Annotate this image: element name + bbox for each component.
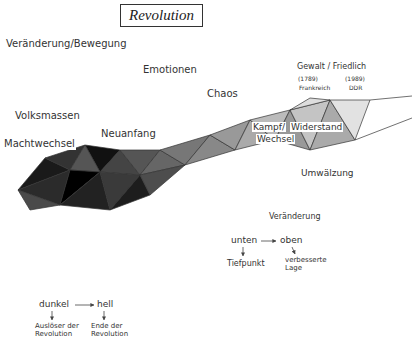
note-text: Chaos — [206, 88, 239, 100]
title-box: Revolution — [120, 4, 203, 27]
note-text: (1989) — [344, 76, 366, 83]
note-text: Machtwechsel — [3, 138, 76, 150]
note-text: Volksmassen — [14, 110, 81, 122]
note-text: Wechsel — [256, 134, 295, 144]
note-text: (1789) — [297, 76, 319, 83]
note-text: Auslöser der Revolution — [34, 322, 86, 338]
note-text: Umwälzung — [300, 168, 355, 178]
note-text: Veränderung — [268, 212, 322, 221]
note-text: DDR — [348, 85, 363, 92]
note-text: Frankreich — [298, 85, 331, 92]
note-text: oben — [279, 235, 303, 245]
note-text: Veränderung/Bewegung — [5, 38, 128, 50]
note-text: Gewalt / Friedlich — [296, 62, 367, 71]
note-text: verbesserte Lage — [284, 256, 330, 272]
note-text: Neuanfang — [100, 128, 157, 140]
note-text: Widerstand — [290, 122, 343, 132]
note-text: Kampf/ — [252, 122, 286, 132]
note-text: dunkel — [38, 299, 70, 309]
note-text: hell — [96, 299, 114, 309]
note-text: Ende der Revolution — [90, 322, 138, 338]
note-text: unten — [230, 235, 258, 245]
note-text: Emotionen — [142, 64, 198, 76]
note-text: Tiefpunkt — [226, 259, 266, 268]
